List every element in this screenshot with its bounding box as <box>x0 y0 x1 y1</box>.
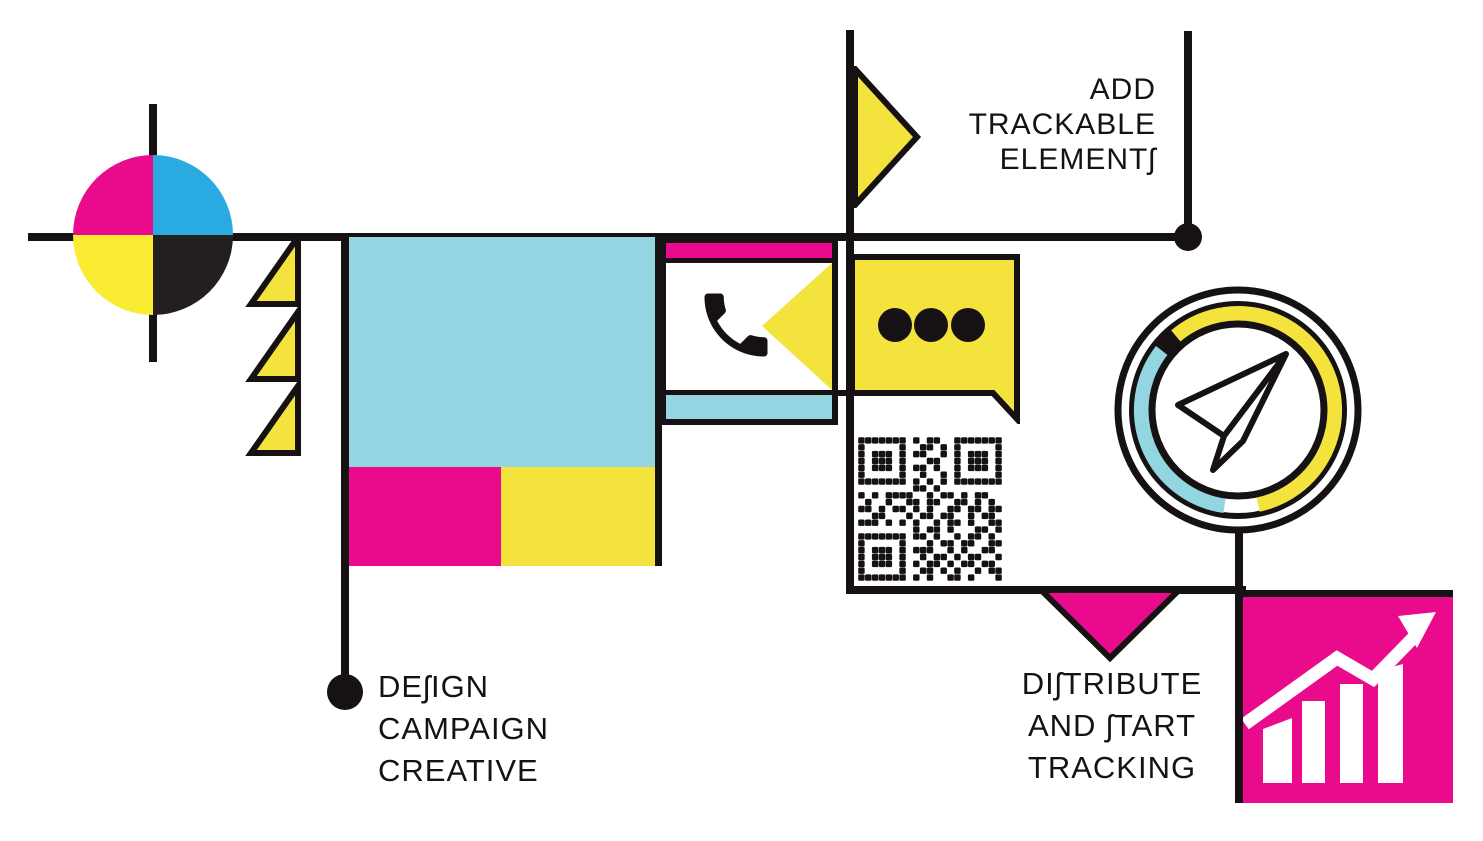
divider <box>666 390 832 395</box>
trackable-vertical-line <box>1184 31 1192 237</box>
downward-pointer-icon <box>1036 587 1184 663</box>
creative-yellow-swatch <box>501 467 655 566</box>
step-marker-dot-design <box>327 674 363 710</box>
pennant-flag-icon <box>852 66 922 208</box>
label-line: DEʃIGN <box>378 669 490 704</box>
badge-vertical-line <box>1235 533 1243 803</box>
label-line: DIʃTRIBUTE <box>1021 666 1203 701</box>
label-line: AND ʃTART <box>1027 708 1197 743</box>
creative-block-border <box>655 237 662 566</box>
label-line: CREATIVE <box>378 753 539 788</box>
label-line: CAMPAIGN <box>378 711 550 746</box>
tracking-chart-tile <box>1243 590 1453 803</box>
creative-artwork-block <box>349 237 655 467</box>
label-line: ELEMENTʃ <box>999 143 1156 176</box>
design-step-vertical-line <box>341 237 349 677</box>
cmyk-registration-circle-icon <box>73 155 233 315</box>
step-marker-dot-add <box>1174 223 1202 251</box>
yellow-left-arrow-triangle <box>762 263 832 390</box>
creative-magenta-swatch <box>349 467 501 566</box>
divider <box>666 258 832 263</box>
lightning-zigzag-icon <box>245 233 301 456</box>
label-design-campaign-creative: DEʃIGN CAMPAIGN CREATIVE <box>378 666 549 792</box>
label-distribute-and-start-tracking: DIʃTRIBUTE AND ʃTART TRACKING <box>1008 663 1216 789</box>
qr-code-icon <box>858 437 1002 581</box>
label-add-trackable-elements: ADD TRACKABLE ELEMENTʃ <box>969 72 1156 177</box>
label-line: ADD <box>1089 73 1156 106</box>
phone-panel-magenta-strip <box>666 243 832 258</box>
phone-call-panel <box>660 237 838 425</box>
phone-handset-icon <box>704 293 768 357</box>
phone-panel-cyan-strip <box>666 395 832 419</box>
label-line: TRACKING <box>1027 750 1197 785</box>
phone-box-connector-line <box>836 390 852 396</box>
paper-plane-send-badge-icon <box>1114 286 1362 534</box>
chat-bubble-ellipsis-icon <box>849 254 1020 424</box>
phone-panel-body <box>666 263 832 390</box>
growth-bar-chart-icon <box>1243 612 1436 783</box>
label-line: TRACKABLE <box>968 108 1156 141</box>
